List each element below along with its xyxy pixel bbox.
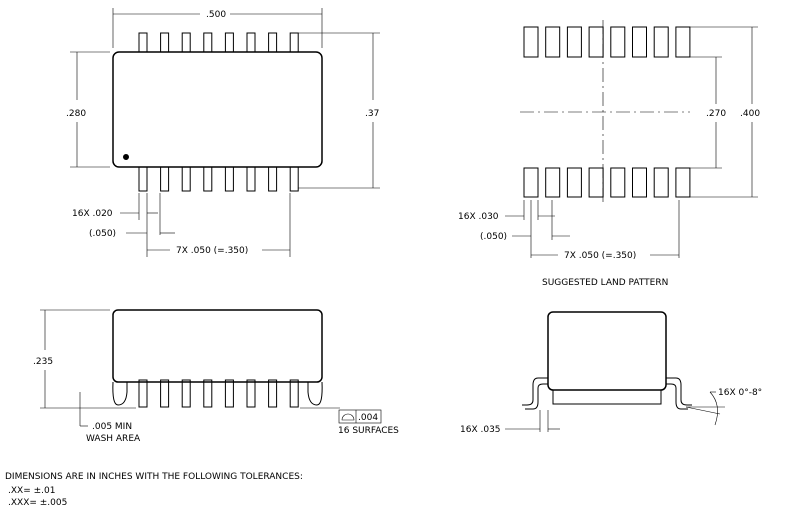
pitch-dim: (.050): [89, 229, 116, 239]
land-pad-top: [523, 26, 539, 58]
lead-side: [138, 379, 148, 408]
top-view: .500 .280 .37 16X .020 (.050) 7X .050 (=…: [66, 8, 380, 257]
lead-side: [181, 379, 191, 408]
land-pad-bottom: [588, 167, 604, 198]
lead-bottom: [203, 166, 213, 192]
lead-side: [224, 379, 234, 408]
wash-note-2: WASH AREA: [86, 434, 141, 444]
land-span-dim: 7X .050 (=.350): [564, 251, 636, 261]
lead-dim: 16X .035: [460, 425, 501, 435]
lead-top: [138, 32, 148, 53]
lead-top: [246, 32, 256, 53]
pad-width-dim: 16X .030: [458, 212, 499, 222]
angle-dim: 16X 0°-8°: [718, 388, 762, 398]
side-view: .235 .005 MIN WASH AREA .004 16 SURFACES: [33, 309, 399, 444]
package-body-end: [547, 311, 667, 391]
land-pad-bottom: [675, 167, 691, 198]
lead-top: [203, 32, 213, 53]
lead-bottom: [224, 166, 234, 192]
note-line-2: .XX= ±.01: [8, 486, 55, 496]
note-line-1: DIMENSIONS ARE IN INCHES WITH THE FOLLOW…: [5, 472, 303, 482]
lead-bottom: [268, 166, 278, 192]
side-height-dim: .235: [33, 357, 53, 367]
land-pattern-title: SUGGESTED LAND PATTERN: [542, 278, 668, 288]
land-pad-bottom: [545, 167, 561, 198]
lead-bottom: [138, 166, 148, 192]
land-pad-bottom: [653, 167, 669, 198]
lead-bottom: [160, 166, 170, 192]
lead-side: [289, 379, 299, 408]
lead-side: [160, 379, 170, 408]
land-pattern-view: .270 .400 16X .030 (.050) 7X .050 (=.350…: [458, 20, 760, 288]
pin1-marker: [123, 154, 129, 160]
body-height-dim: .280: [66, 109, 86, 119]
lead-top: [181, 32, 191, 53]
lead-bottom: [289, 166, 299, 192]
coplanarity-note: 16 SURFACES: [338, 426, 399, 436]
lead-top: [289, 32, 299, 53]
land-pad-top: [610, 26, 626, 58]
land-pitch-dim: (.050): [480, 232, 507, 242]
wash-note-1: .005 MIN: [92, 422, 132, 432]
lead-top: [224, 32, 234, 53]
land-pad-top: [545, 26, 561, 58]
end-view: 16X .035 16X 0°-8°: [460, 311, 762, 435]
package-body-side: [112, 309, 323, 383]
coplanarity-value: .004: [358, 413, 378, 423]
land-pad-bottom: [523, 167, 539, 198]
land-pad-top: [653, 26, 669, 58]
lead-top: [268, 32, 278, 53]
inner-dim: .270: [706, 109, 726, 119]
overall-height-dim: .37: [365, 109, 379, 119]
lead-top: [160, 32, 170, 53]
land-pad-bottom: [566, 167, 582, 198]
land-pad-top: [632, 26, 647, 58]
land-pad-bottom: [610, 167, 626, 198]
lead-bottom: [181, 166, 191, 192]
land-pad-top: [566, 26, 582, 58]
land-pad-top: [675, 26, 691, 58]
land-pad-bottom: [632, 167, 647, 198]
lead-bottom: [246, 166, 256, 192]
package-body-top: [112, 51, 323, 168]
tolerance-notes: DIMENSIONS ARE IN INCHES WITH THE FOLLOW…: [5, 472, 303, 508]
lead-width-dim: 16X .020: [72, 209, 113, 219]
span-dim: 7X .050 (=.350): [176, 246, 248, 256]
land-pad-top: [588, 26, 604, 58]
note-line-3: .XXX= ±.005: [8, 498, 67, 508]
outer-dim: .400: [740, 109, 760, 119]
lead-side: [246, 379, 256, 408]
lead-side: [203, 379, 213, 408]
lead-side: [268, 379, 278, 408]
width-dim: .500: [206, 10, 226, 20]
profile-of-surface-icon: [341, 413, 355, 421]
